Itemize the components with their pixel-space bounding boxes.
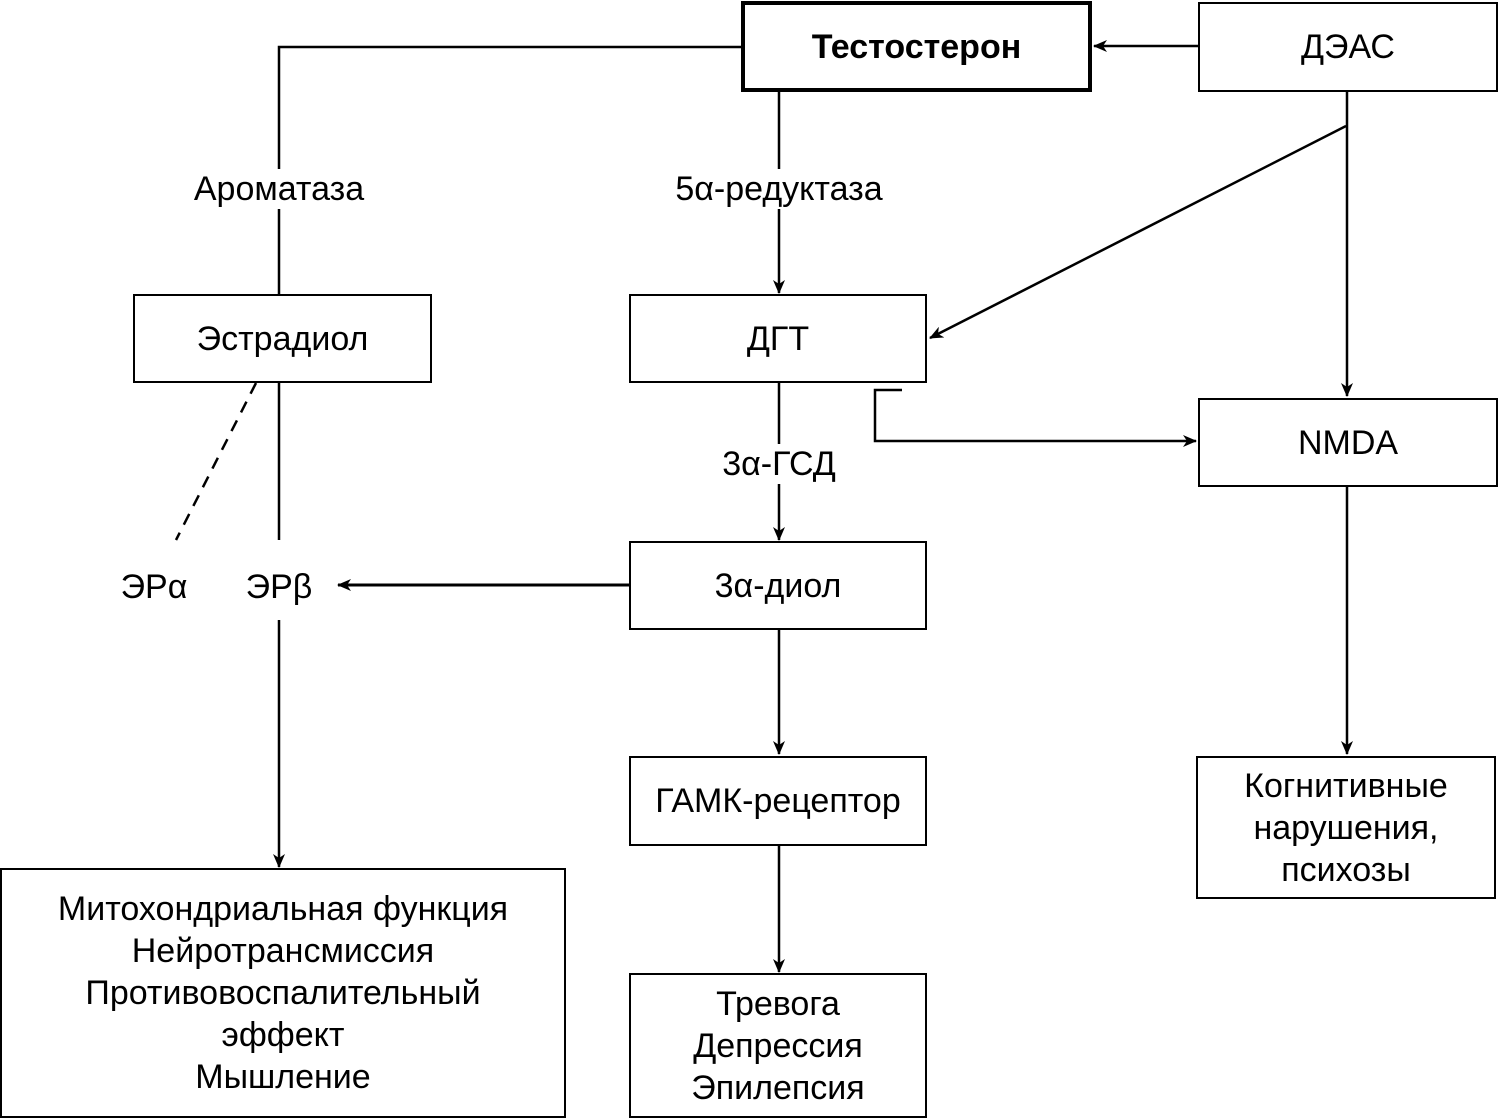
effect-line: эффект bbox=[221, 1016, 345, 1054]
node-dht-text: ДГТ bbox=[746, 319, 810, 358]
edge-dht-nmda bbox=[873, 388, 1197, 447]
node-estradiol-text: Эстрадиол bbox=[196, 319, 369, 358]
label-5a-reductase: 5α-редуктаза bbox=[671, 169, 887, 209]
effect-line: Противовоспалительный bbox=[85, 974, 481, 1012]
effect-line: психозы bbox=[1281, 850, 1411, 889]
label-3a-hsd: 3α-ГСД bbox=[718, 444, 840, 484]
effect-line: Депрессия bbox=[693, 1026, 863, 1065]
effect-line: Нейротрансмиссия bbox=[131, 932, 435, 970]
node-testosterone-text: Тестостерон bbox=[811, 27, 1022, 66]
node-nmda-text: NMDA bbox=[1297, 423, 1399, 462]
edge-dheas-dht bbox=[929, 124, 1347, 340]
node-estradiol: Эстрадиол bbox=[133, 294, 432, 383]
effect-line: Когнитивные bbox=[1244, 766, 1448, 805]
node-dht: ДГТ bbox=[629, 294, 927, 383]
effect-line: Митохондриальная функция bbox=[57, 890, 509, 928]
node-3a-diol-text: 3α-диол bbox=[714, 566, 842, 605]
effect-line: нарушения, bbox=[1253, 808, 1439, 847]
node-nmda: NMDA bbox=[1198, 398, 1498, 487]
label-aromatase: Ароматаза bbox=[189, 169, 369, 209]
effect-line: Тревога bbox=[716, 984, 840, 1023]
label-er-beta: ЭРβ bbox=[241, 567, 317, 607]
node-gaba-receptor: ГАМК-рецептор bbox=[629, 756, 927, 846]
effect-line: Мышление bbox=[195, 1058, 371, 1096]
edge-estradiol-eralpha bbox=[174, 382, 258, 541]
node-testosterone: Тестостерон bbox=[741, 1, 1092, 92]
label-er-alpha: ЭРα bbox=[116, 567, 192, 607]
node-dheas: ДЭАС bbox=[1198, 2, 1498, 92]
effect-line: Эпилепсия bbox=[691, 1068, 865, 1107]
edge-testosterone-estradiol bbox=[277, 45, 742, 294]
node-nmda-effects: Когнитивные нарушения, психозы bbox=[1196, 756, 1496, 899]
node-3a-diol: 3α-диол bbox=[629, 541, 927, 630]
node-gaba-effects: Тревога Депрессия Эпилепсия bbox=[629, 973, 927, 1118]
node-gaba-receptor-text: ГАМК-рецептор bbox=[655, 782, 901, 820]
node-dheas-text: ДЭАС bbox=[1301, 28, 1395, 66]
node-estrogen-effects: Митохондриальная функция Нейротрансмисси… bbox=[0, 868, 566, 1118]
